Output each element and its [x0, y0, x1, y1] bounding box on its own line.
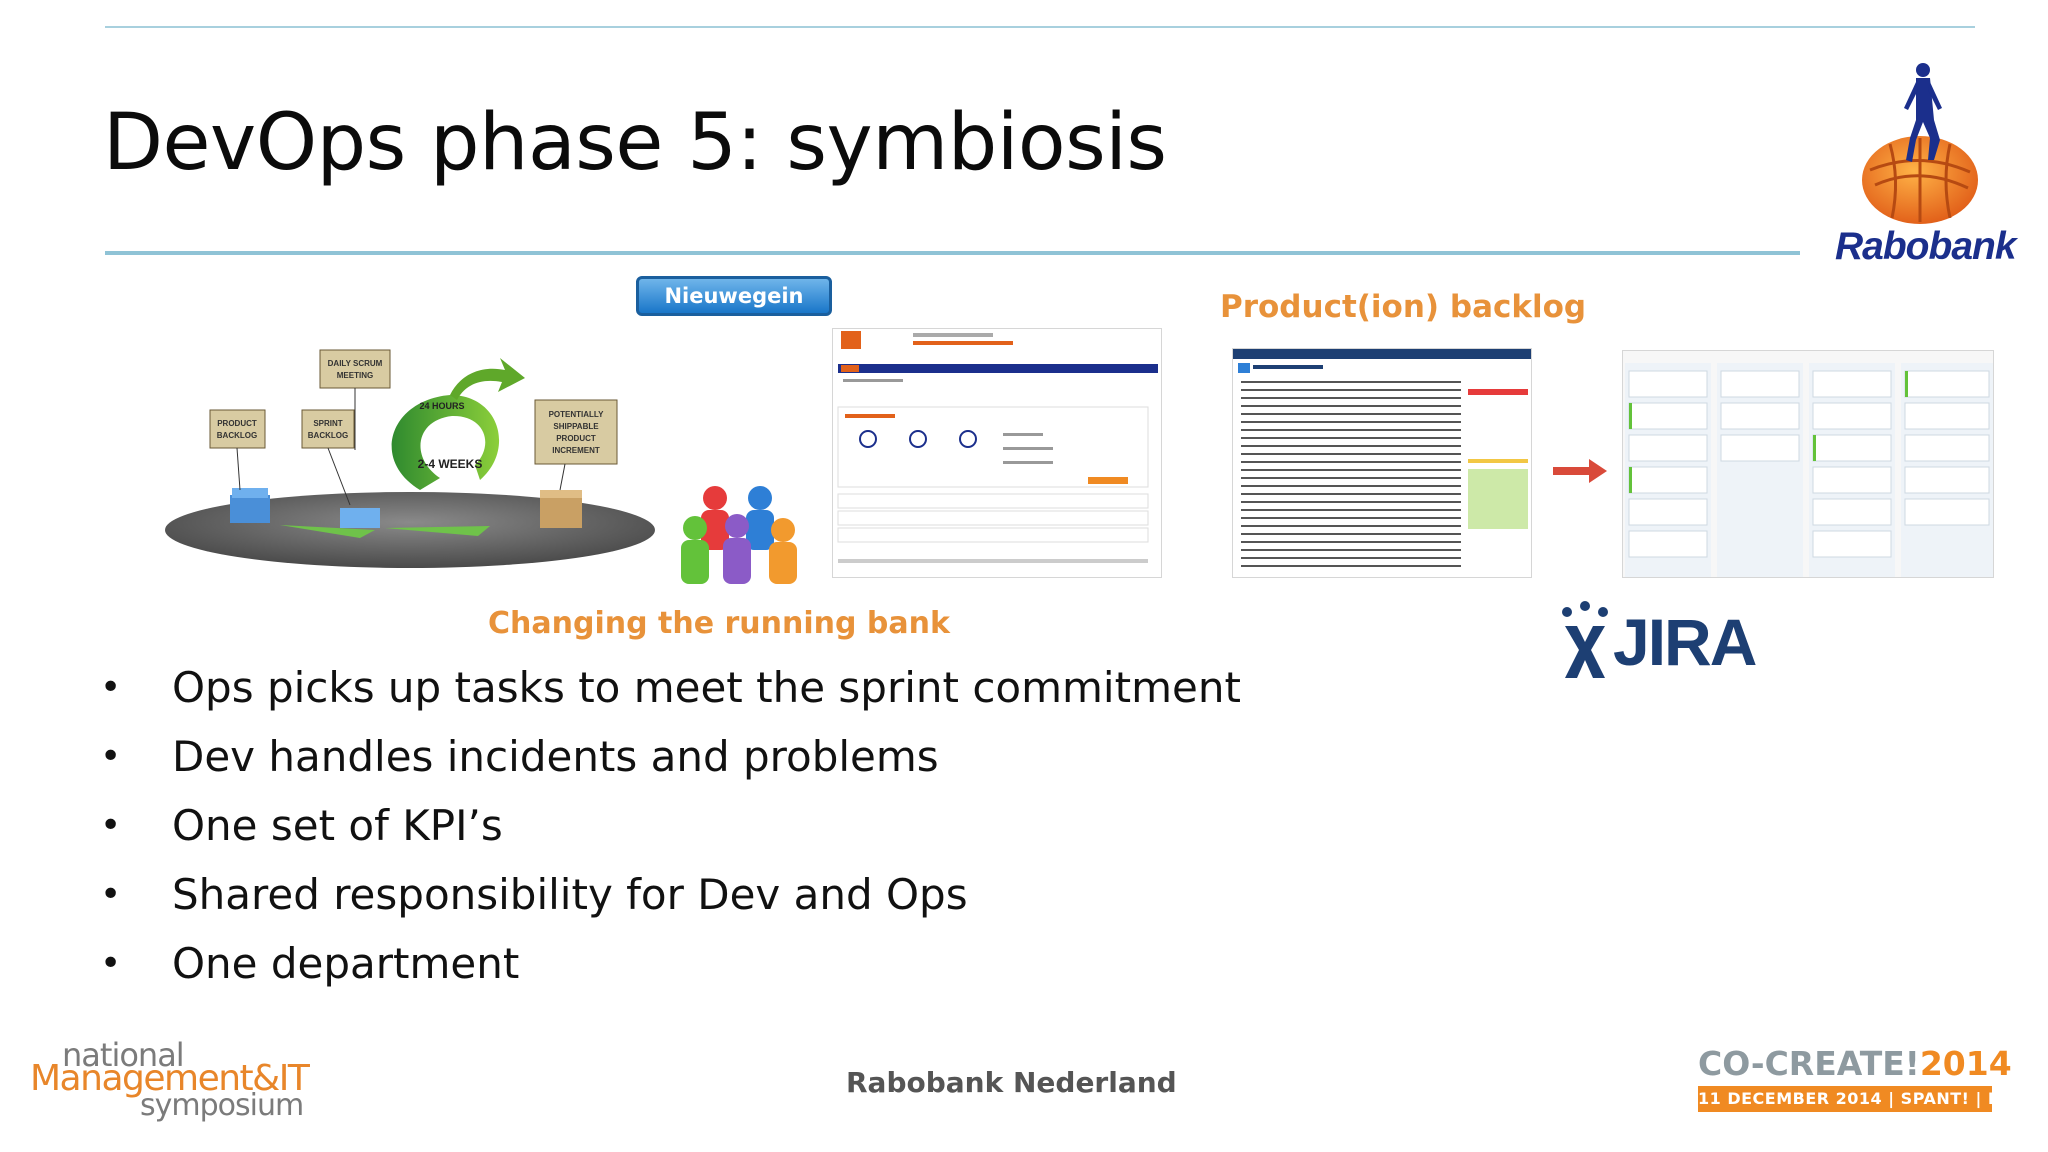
bullet-dot: •	[100, 874, 122, 915]
bullet-dot: •	[100, 943, 122, 984]
jira-wordmark: JIRA	[1613, 605, 1757, 679]
svg-text:BACKLOG: BACKLOG	[217, 431, 257, 440]
bullet-dot: •	[100, 667, 122, 708]
svg-text:INCREMENT: INCREMENT	[552, 446, 600, 455]
jira-list-screenshot	[1232, 348, 1532, 578]
top-rule	[105, 26, 1975, 28]
rabobank-logo: Rabobank	[1830, 60, 2030, 275]
product-increment-label: POTENTIALLY SHIPPABLE PRODUCT INCREMENT	[534, 399, 618, 465]
jira-logo-icon	[1562, 601, 1608, 678]
nmits-logo-line1: national	[62, 1036, 185, 1074]
svg-text:DAILY SCRUM: DAILY SCRUM	[328, 359, 383, 368]
svg-text:PRODUCT: PRODUCT	[556, 434, 596, 443]
bullet-text: Shared responsibility for Dev and Ops	[172, 870, 968, 919]
svg-text:SHIPPABLE: SHIPPABLE	[553, 422, 599, 431]
nmits-logo: national Management&IT symposium	[30, 1036, 330, 1126]
left-figure-caption: Changing the running bank	[488, 606, 950, 641]
bullet-text: One department	[172, 939, 520, 988]
slide-title: DevOps phase 5: symbiosis	[103, 98, 1167, 188]
svg-text:24 HOURS: 24 HOURS	[419, 401, 464, 411]
cocreate-event-line: 11 DECEMBER 2014 | SPANT! | BUSSUM	[1698, 1086, 2048, 1112]
right-figure-caption: Product(ion) backlog	[1220, 289, 1587, 325]
cocreate-name: CO-CREATE!	[1698, 1044, 1920, 1083]
svg-text:POTENTIALLY: POTENTIALLY	[549, 410, 604, 419]
bank-website-screenshot	[832, 328, 1162, 578]
svg-text:MEETING: MEETING	[337, 371, 373, 380]
rabobank-wordmark: Rabobank	[1835, 225, 2017, 268]
cocreate-title: CO-CREATE!2014	[1698, 1044, 2012, 1083]
location-badge: Nieuwegein	[636, 276, 832, 316]
bullet-dot: •	[100, 805, 122, 846]
team-people-icon	[681, 486, 797, 584]
bullet-text: Ops picks up tasks to meet the sprint co…	[172, 663, 1241, 712]
bullet-text: One set of KPI’s	[172, 801, 503, 850]
bullet-dot: •	[100, 736, 122, 777]
svg-text:PRODUCT: PRODUCT	[217, 419, 257, 428]
footer-organization: Rabobank Nederland	[846, 1066, 1177, 1099]
daily-scrum-label: DAILY SCRUM MEETING	[319, 349, 391, 389]
cocreate-year: 2014	[1919, 1044, 2012, 1083]
nmits-logo-line3: symposium	[140, 1088, 304, 1123]
jira-logo: JIRA	[1555, 598, 1767, 683]
svg-text:SPRINT: SPRINT	[313, 419, 342, 428]
title-underline	[105, 251, 1800, 255]
svg-text:2-4 WEEKS: 2-4 WEEKS	[418, 457, 483, 471]
product-backlog-label: PRODUCT BACKLOG	[209, 409, 266, 449]
cocreate-logo: CO-CREATE!2014 11 DECEMBER 2014 | SPANT!…	[1698, 1044, 2048, 1114]
svg-text:BACKLOG: BACKLOG	[308, 431, 348, 440]
right-arrow-icon	[1553, 459, 1607, 483]
rabobank-logo-icon	[1862, 63, 1978, 224]
nmits-logo-line2: Management&IT	[30, 1058, 310, 1099]
sprint-backlog-label: SPRINT BACKLOG	[301, 409, 355, 449]
jira-board-screenshot	[1622, 350, 1994, 578]
bullet-text: Dev handles incidents and problems	[172, 732, 939, 781]
scrum-cycle-diagram: DAILY SCRUM MEETING PRODUCT BACKLOG SPRI…	[165, 349, 655, 568]
